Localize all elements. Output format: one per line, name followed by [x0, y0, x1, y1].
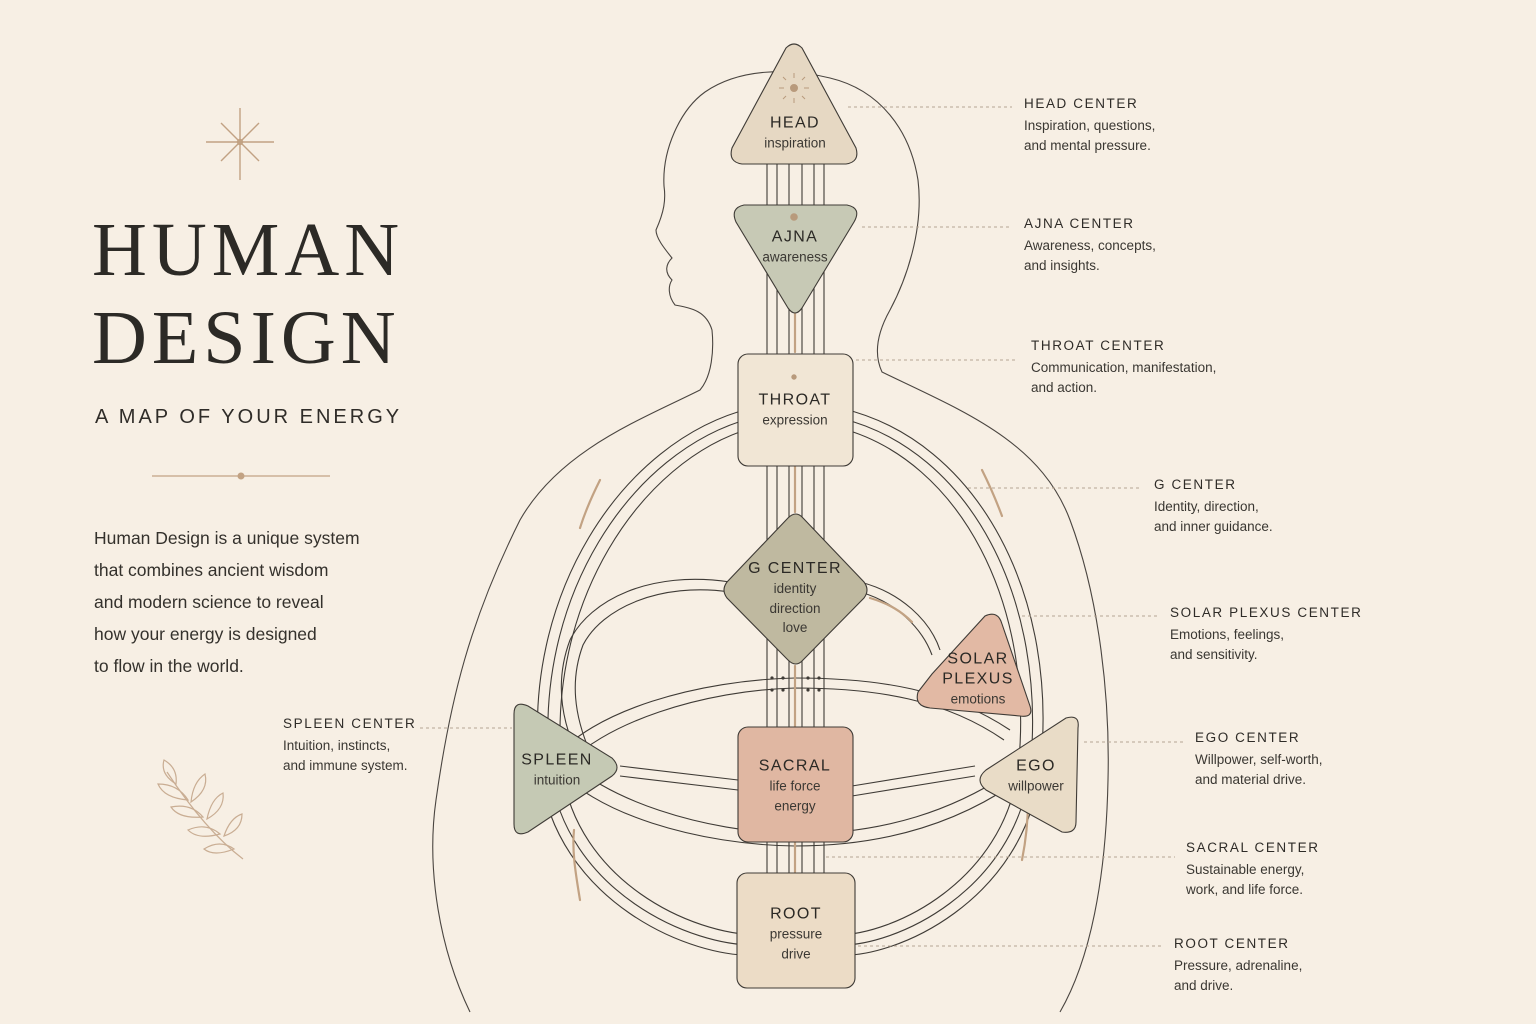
root-center-description: ROOT CENTER Pressure, adrenaline, and dr… — [1174, 936, 1303, 993]
sacral-center-description: SACRAL CENTER Sustainable energy, work, … — [1186, 840, 1320, 897]
ego-center-description: EGO CENTER Willpower, self-worth, and ma… — [1195, 730, 1323, 787]
solar-plexus-center-description: SOLAR PLEXUS CENTER Emotions, feelings, … — [1170, 605, 1363, 662]
head-center-description: HEAD CENTER Inspiration, questions, and … — [1024, 96, 1156, 153]
throat-center-shape — [737, 353, 854, 467]
centers — [513, 43, 1079, 989]
head-center-shape — [730, 43, 858, 165]
divider-ornament — [152, 472, 330, 480]
leaf-sprig-icon — [157, 759, 244, 860]
center-ornaments — [779, 73, 809, 380]
ajna-center-shape — [733, 204, 858, 314]
ajna-center-description: AJNA CENTER Awareness, concepts, and ins… — [1024, 216, 1156, 273]
sparkle-icon — [206, 108, 274, 180]
root-center-label: ROOT pressure drive — [769, 905, 823, 962]
head-sun-icon — [779, 73, 809, 103]
intro-paragraph: Human Design is a unique system that com… — [94, 528, 360, 676]
body-silhouette — [432, 71, 1109, 1013]
sacral-center-label: SACRAL life force energy — [758, 757, 832, 814]
spleen-center-description: SPLEEN CENTER Intuition, instincts, and … — [283, 716, 417, 773]
page-title: HUMAN DESIGN — [92, 208, 405, 380]
ego-center-label: EGO willpower — [1008, 757, 1064, 794]
gate-dots — [770, 676, 821, 692]
g-center-description: G CENTER Identity, direction, and inner … — [1154, 477, 1273, 534]
g-center-shape — [723, 513, 868, 665]
g-center-label: G CENTER identity direction love — [748, 559, 842, 635]
root-center-shape — [736, 872, 856, 989]
head-center-label: HEAD inspiration — [764, 114, 826, 151]
throat-center-description: THROAT CENTER Communication, manifestati… — [1031, 338, 1217, 395]
solar-plexus-center-shape — [916, 613, 1032, 717]
ego-center-shape — [979, 716, 1079, 833]
sacral-center-shape — [737, 726, 854, 843]
spleen-center-shape — [513, 703, 618, 835]
ajna-center-label: AJNA awareness — [762, 228, 828, 265]
spleen-center-label: SPLEEN intuition — [521, 751, 593, 788]
leader-lines — [420, 106, 1184, 947]
page-subtitle: A MAP OF YOUR ENERGY — [95, 406, 403, 428]
throat-center-label: THROAT expression — [758, 391, 832, 428]
solar-plexus-center-label: SOLAR PLEXUS emotions — [942, 650, 1014, 707]
